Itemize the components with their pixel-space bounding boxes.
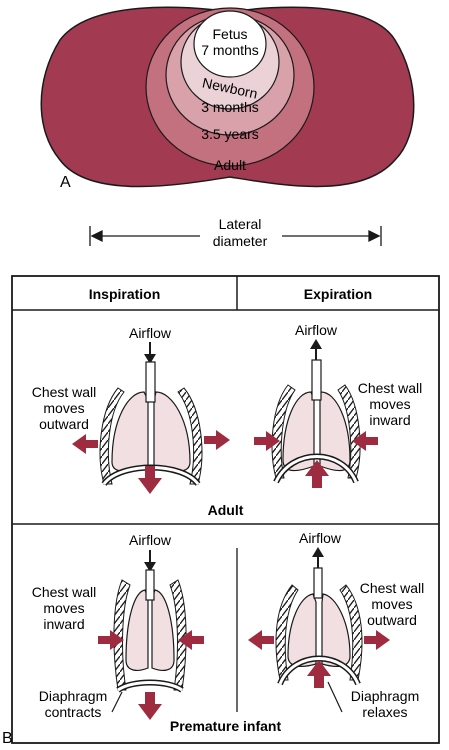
panel-b-frame: [11, 275, 440, 744]
ring-label-3-5-years: 3.5 years: [201, 126, 259, 142]
infant-insp-chest-line2: moves: [43, 600, 85, 616]
row-label-premature-infant: Premature infant: [169, 718, 282, 734]
header-inspiration: Inspiration: [88, 286, 161, 302]
row-label-adult: Adult: [207, 502, 244, 518]
ring-label-fetus-age: 7 months: [201, 42, 259, 58]
lateral-diameter-line: [89, 226, 382, 246]
lateral-label-line1: Lateral: [218, 216, 262, 232]
chest-cross-section: [40, 6, 415, 188]
adult-insp-chest-line1: Chest wall: [31, 384, 97, 400]
infant-insp-chest-line1: Chest wall: [31, 584, 97, 600]
infant-exp-airflow-label: Airflow: [298, 530, 341, 546]
adult-exp-chest-line2: moves: [369, 396, 411, 412]
infant-exp-chest-line3: outward: [367, 612, 417, 628]
infant-inspiration-thorax: [98, 550, 204, 720]
ring-label-adult: Adult: [214, 157, 246, 173]
adult-exp-chest-line3: inward: [369, 412, 411, 428]
adult-insp-chest-line2: moves: [43, 400, 85, 416]
infant-expiration-thorax: [248, 547, 390, 713]
adult-exp-chest-line1: Chest wall: [357, 380, 423, 396]
infant-exp-chest-line1: Chest wall: [359, 580, 425, 596]
infant-insp-chest-line3: inward: [43, 616, 85, 632]
infant-exp-chest-line2: moves: [371, 596, 413, 612]
adult-exp-airflow-label: Airflow: [294, 322, 337, 338]
ring-label-3-months: 3 months: [201, 99, 259, 115]
infant-insp-diaphragm-line1: Diaphragm: [38, 688, 108, 704]
infant-insp-airflow-label: Airflow: [128, 532, 171, 548]
infant-exp-diaphragm-line1: Diaphragm: [350, 688, 420, 704]
infant-exp-diaphragm-line2: relaxes: [362, 704, 408, 720]
ring-fetus: [193, 10, 267, 78]
ring-label-fetus: Fetus: [212, 26, 248, 42]
adult-inspiration-thorax: [72, 342, 230, 494]
panel-label-a: A: [60, 174, 71, 191]
header-expiration: Expiration: [303, 286, 373, 302]
adult-insp-airflow-label: Airflow: [128, 325, 171, 341]
lateral-label-line2: diameter: [212, 233, 268, 249]
infant-insp-diaphragm-line2: contracts: [44, 704, 102, 720]
adult-insp-chest-line3: outward: [39, 416, 89, 432]
adult-expiration-thorax: [254, 339, 378, 488]
panel-label-b: B: [2, 730, 13, 747]
